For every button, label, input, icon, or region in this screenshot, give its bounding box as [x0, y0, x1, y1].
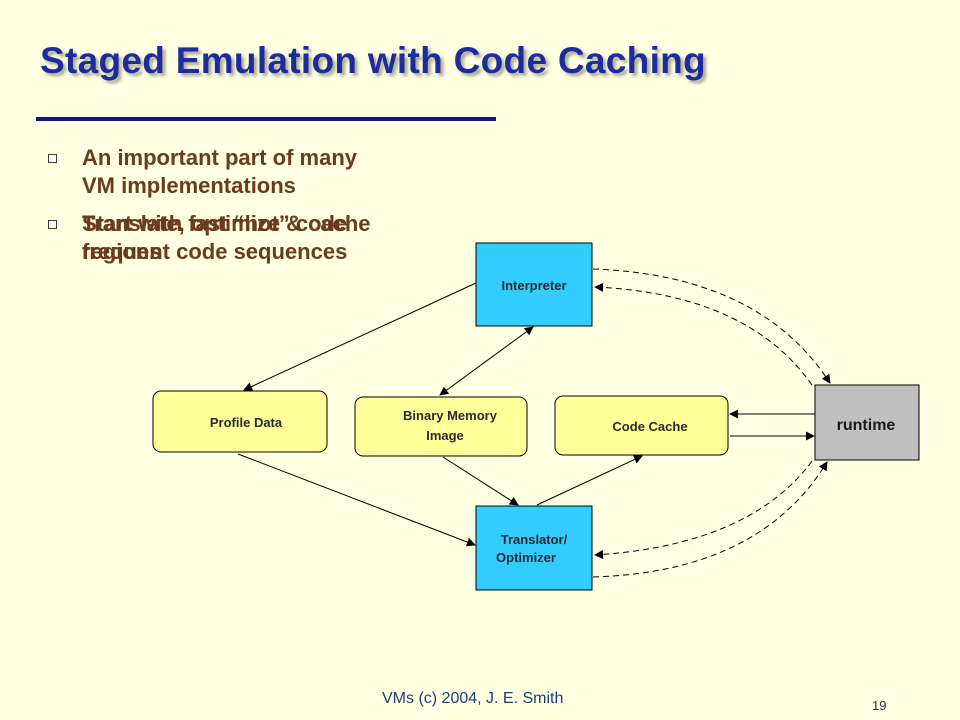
bullet-1-line-2: VM implementations	[82, 173, 296, 198]
translator-optimizer-box	[475, 505, 593, 591]
runtime-label: runtime	[837, 417, 896, 434]
bullet-2-line-1: Translate, optimize & cache	[82, 211, 371, 236]
dashed-translator-to-runtime	[592, 461, 828, 578]
arrow-profile-to-translator	[237, 453, 476, 547]
binary-memory-image-box	[354, 396, 528, 457]
footer-credit: VMs (c) 2004, J. E. Smith	[382, 690, 564, 707]
title-underline	[36, 117, 496, 121]
arrow-memory-to-translator	[442, 456, 519, 506]
translator-optimizer-label-2: Optimizer	[496, 550, 556, 565]
translator-optimizer-label-1: Translator/	[501, 532, 568, 547]
page-number: 19	[872, 698, 887, 713]
interpreter-label: Interpreter	[501, 278, 566, 293]
bullet-1-line-1: An important part of many	[82, 145, 358, 170]
dashed-interpreter-to-runtime	[592, 268, 831, 384]
bullet-3-line-1: Start with fast “hot” code	[82, 211, 348, 236]
binary-memory-image-label-1: Binary Memory	[403, 408, 498, 423]
code-cache-label: Code Cache	[612, 419, 687, 434]
arrow-translator-to-codecache	[536, 455, 643, 506]
bullet-3-line-2: regions	[82, 239, 162, 264]
arrow-interpreter-to-profile	[243, 282, 477, 391]
binary-memory-image-label-2: Image	[426, 428, 464, 443]
code-cache-box	[554, 395, 729, 456]
dashed-runtime-to-translator	[594, 460, 813, 559]
bullet-2-line-2: frequent code sequences	[82, 239, 348, 264]
bullet-square-icon	[48, 154, 57, 163]
bullet-square-icon	[48, 220, 57, 229]
slide-title: Staged Emulation with Code Caching	[40, 40, 706, 81]
interpreter-box	[475, 242, 593, 327]
arrow-interpreter-memory	[439, 326, 534, 396]
profile-data-box	[152, 390, 328, 453]
profile-data-label: Profile Data	[210, 415, 283, 430]
runtime-box	[814, 384, 920, 461]
dashed-runtime-to-interpreter	[594, 282, 813, 386]
